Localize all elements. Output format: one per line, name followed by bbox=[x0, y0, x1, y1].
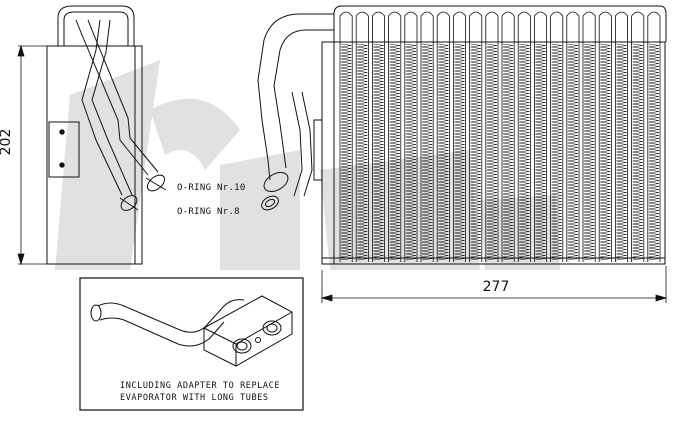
fin-column bbox=[550, 11, 564, 262]
fin-column bbox=[615, 11, 628, 262]
watermark-logo bbox=[55, 60, 560, 270]
fin-column bbox=[566, 11, 580, 262]
fin-column bbox=[452, 11, 467, 262]
mounting-bracket bbox=[48, 121, 80, 178]
fin-column bbox=[469, 11, 483, 262]
fin-column bbox=[501, 11, 515, 262]
fin-column bbox=[582, 11, 596, 262]
fin-column bbox=[420, 11, 434, 262]
width-dimension bbox=[320, 266, 668, 303]
oring-8-label: O-RING Nr.8 bbox=[177, 207, 240, 217]
fin-column bbox=[517, 11, 531, 262]
fin-column bbox=[436, 11, 450, 262]
inset-note-line1: INCLUDING ADAPTER TO REPLACE bbox=[120, 381, 280, 391]
adapter-inset: INCLUDING ADAPTER TO REPLACE EVAPORATOR … bbox=[79, 277, 304, 411]
fin-column bbox=[388, 11, 402, 262]
width-dimension-value: 277 bbox=[483, 279, 510, 295]
inset-note-line2: EVAPORATOR WITH LONG TUBES bbox=[120, 393, 269, 403]
height-dimension bbox=[17, 44, 47, 266]
fin-column bbox=[339, 11, 353, 262]
side-view bbox=[46, 5, 167, 265]
adapter-drawing bbox=[90, 295, 293, 367]
fin-column bbox=[598, 11, 612, 262]
fin-column bbox=[485, 11, 499, 262]
height-dimension-value: 202 bbox=[0, 129, 14, 156]
inset-frame bbox=[79, 277, 304, 411]
fin-column bbox=[647, 11, 661, 262]
fin-column bbox=[355, 11, 369, 262]
fin-columns bbox=[339, 11, 661, 262]
fin-column bbox=[534, 11, 547, 262]
fin-column bbox=[631, 11, 645, 262]
oring-10-label: O-RING Nr.10 bbox=[177, 183, 246, 193]
fin-column bbox=[371, 11, 386, 262]
side-view-body bbox=[46, 45, 143, 265]
fin-column bbox=[404, 11, 418, 262]
